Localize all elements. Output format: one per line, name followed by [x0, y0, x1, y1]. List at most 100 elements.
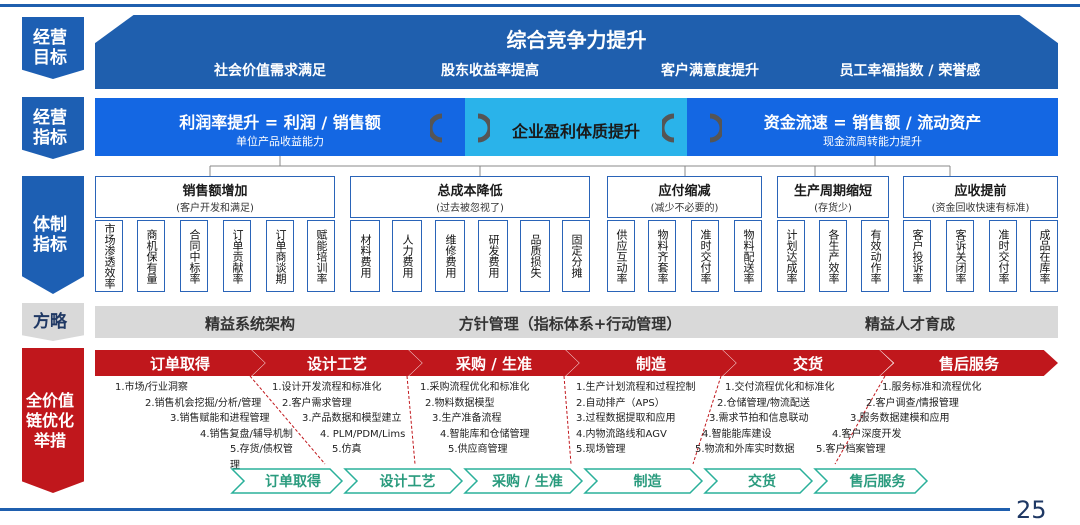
system-group-title: 销售额增加 — [182, 184, 248, 199]
outcome-2: 采购 / 生准 — [492, 474, 563, 490]
top-rule — [0, 4, 1080, 7]
row-label-goal: 经营 目标 — [22, 17, 84, 79]
step: 2.客户调查/情报管理 — [866, 397, 959, 409]
indicator-right — [687, 98, 1058, 156]
row-label-indicator: 经营 指标 — [22, 97, 84, 159]
step: 1.设计开发流程和标准化 — [272, 382, 382, 393]
step: 5.现场管理 — [576, 444, 626, 455]
step: 2.自动排产（APS） — [576, 397, 665, 409]
footer-rule — [0, 508, 1010, 511]
system-group-4: 应收提前 (资金回收快速有标准) — [903, 176, 1058, 218]
stage-steps-4: 1.交付流程优化和标准化 2.仓储管理/物流配送 3.需求节拍和信息联动 4.智… — [695, 380, 860, 458]
system-group-sub: (过去被忽视了) — [436, 203, 504, 214]
system-item: 各生产效率 — [819, 220, 847, 292]
system-item: 供应互动率 — [607, 220, 635, 292]
value-chain-stage-2: 采购 / 生准 — [409, 350, 579, 376]
step: 2.客户需求管理 — [282, 397, 352, 409]
system-group-sub: (资金回收快速有标准) — [931, 203, 1030, 214]
system-item: 人力费用 — [392, 220, 422, 292]
step: 5.仿真 — [332, 444, 362, 455]
indicator-left-title: 利润率提升 = 利润 / 销售额 — [179, 113, 381, 132]
indicator-center-label: 企业盈利体质提升 — [511, 122, 640, 141]
strategy-item-1: 方针管理（指标体系+行动管理） — [458, 315, 682, 333]
step: 4.内物流路线和AGV — [576, 428, 667, 440]
step: 5.物流和外库实时数据 — [695, 444, 795, 455]
goal-title: 综合竞争力提升 — [506, 28, 647, 52]
step: 3.过程数据提取和应用 — [576, 413, 676, 424]
strategy-item-0: 精益系统架构 — [204, 315, 295, 333]
step: 2.物料数据模型 — [425, 397, 495, 409]
system-item: 准时交付率 — [691, 220, 719, 292]
system-group-1: 总成本降低 (过去被忽视了) — [350, 176, 590, 218]
indicator-right-title: 资金流速 = 销售额 / 流动资产 — [763, 113, 982, 132]
system-item: 准时交付率 — [989, 220, 1017, 292]
indicator-right-sub: 现金流周转能力提升 — [823, 135, 922, 148]
outcome-4: 交货 — [748, 474, 776, 490]
stage-steps-5: 1.服务标准和流程优化 2.客户调查/情报管理 3.服务数据建模和应用 4.客户… — [810, 380, 1010, 458]
system-group-2: 应付缩减(减少不必要的) — [607, 176, 762, 218]
step: 1.生产计划流程和过程控制 — [576, 382, 696, 393]
system-group-sub: (客户开发和满足) — [176, 203, 254, 214]
system-item: 研发费用 — [478, 220, 508, 292]
stage-steps-1: 1.设计开发流程和标准化 2.客户需求管理 3.产品数据和模型建立 4. PLM… — [272, 380, 422, 458]
indicator-center — [465, 98, 687, 156]
indicator-left-sub: 单位产品收益能力 — [236, 135, 324, 148]
system-item: 合同中标率 — [180, 220, 208, 292]
outcome-5: 售后服务 — [849, 474, 906, 490]
system-item: 市场渗透效率 — [95, 220, 123, 292]
system-item: 订单贡献率 — [223, 220, 251, 292]
value-chain-stage-1: 设计工艺 — [252, 350, 422, 376]
step: 5.供应商管理 — [448, 444, 508, 455]
system-group-title: 生产周期缩短 — [793, 184, 872, 199]
system-group-title: 总成本降低 — [437, 184, 503, 199]
goal-item-1: 股东收益率提高 — [441, 63, 539, 79]
system-item: 固定分摊 — [562, 220, 590, 292]
system-group-3: 生产周期缩短 (存货少) — [777, 176, 889, 218]
step: 4.客户深度开发 — [832, 428, 902, 440]
system-item: 成品在库率 — [1030, 220, 1058, 292]
row-label-value-chain: 全价值 链优化 举措 — [22, 348, 84, 493]
outcome-chevrons — [230, 468, 929, 494]
step: 1.采购流程优化和标准化 — [420, 382, 530, 393]
system-item: 物料配送率 — [734, 220, 762, 292]
outcome-0: 订单取得 — [265, 474, 321, 490]
step: 3.服务数据建模和应用 — [850, 413, 950, 424]
system-group-sub: (存货少) — [814, 203, 852, 214]
system-group-title: 应付缩减 — [658, 184, 711, 199]
system-group-title: 应收提前 — [954, 184, 1007, 199]
row-label-strategy: 方略 — [22, 303, 84, 341]
system-item: 材料费用 — [350, 220, 380, 292]
value-chain-stage-4: 交货 — [723, 350, 893, 376]
system-item: 品质损失 — [520, 220, 550, 292]
step: 3.需求节拍和信息联动 — [709, 413, 809, 424]
value-chain-stage-3: 制造 — [566, 350, 736, 376]
stage-steps-0: 1.市场/行业洞察 2.销售机会挖掘/分析/管理 3.销售赋能和进程管理 4.销… — [115, 380, 295, 473]
system-group-0: 销售额增加 (客户开发和满足) — [95, 176, 335, 218]
step: 4.智能库和仓储管理 — [440, 428, 530, 440]
system-item: 商机保有量 — [137, 220, 165, 292]
stage-steps-3: 1.生产计划流程和过程控制 2.自动排产（APS） 3.过程数据提取和应用 4.… — [576, 380, 726, 458]
stage-separators — [249, 376, 886, 465]
system-item: 维修费用 — [435, 220, 465, 292]
indicator-left — [95, 98, 465, 156]
system-item: 客诉关闭率 — [946, 220, 974, 292]
system-item: 物料齐套率 — [648, 220, 676, 292]
outcome-1: 设计工艺 — [379, 474, 436, 490]
stage-steps-2: 1.采购流程优化和标准化 2.物料数据模型 3.生产准备流程 4.智能库和仓储管… — [420, 380, 570, 458]
system-item: 计划达成率 — [777, 220, 805, 292]
goal-banner — [95, 15, 1058, 89]
link-left-icon — [430, 113, 490, 143]
row-label-system: 体制 指标 — [22, 176, 84, 294]
step: 2.销售机会挖掘/分析/管理 — [145, 397, 262, 409]
value-chain-stage-5: 售后服务 — [880, 350, 1058, 376]
step: 1.市场/行业洞察 — [115, 382, 188, 393]
page-number: 25 — [1016, 496, 1047, 524]
goal-item-3: 员工幸福指数 / 荣誉感 — [839, 63, 981, 79]
step: 2.仓储管理/物流配送 — [717, 397, 810, 409]
system-item: 赋能培训率 — [307, 220, 335, 292]
step: 4.销售复盘/辅导机制 — [200, 428, 293, 440]
step: 1.服务标准和流程优化 — [882, 382, 982, 393]
system-item: 订单商谈期 — [266, 220, 294, 292]
step: 3.销售赋能和进程管理 — [170, 413, 270, 424]
step: 5.存货/债权管理 — [230, 444, 293, 471]
